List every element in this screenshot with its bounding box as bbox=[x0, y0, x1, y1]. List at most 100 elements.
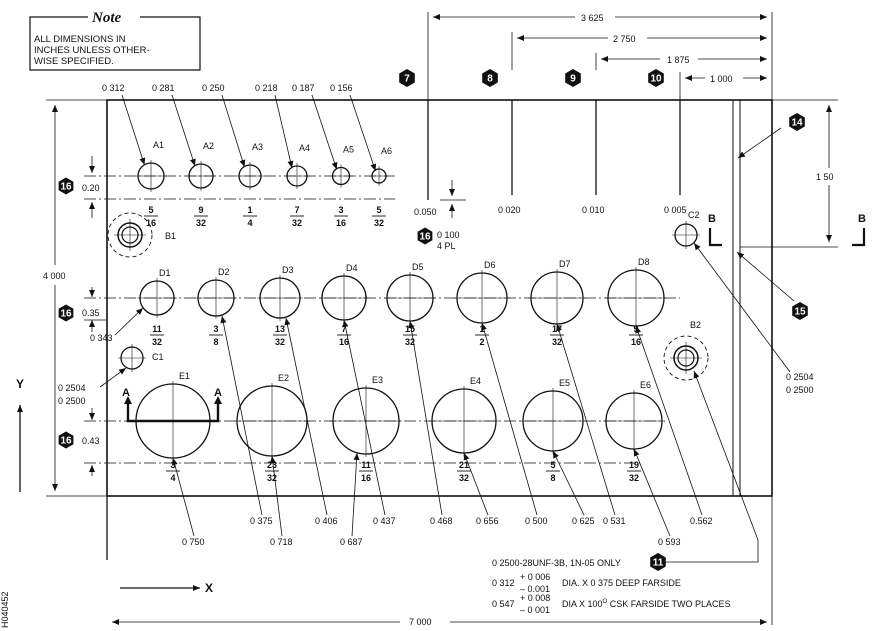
hole-a1: A1 bbox=[135, 140, 167, 192]
hole-d3-label: D3 bbox=[282, 265, 294, 275]
section-b-right-mark bbox=[852, 228, 866, 247]
note-box: Note ALL DIMENSIONS IN INCHES UNLESS OTH… bbox=[29, 10, 201, 71]
note-line-1: ALL DIMENSIONS IN bbox=[34, 34, 126, 45]
frac-e1: 34 bbox=[166, 460, 180, 483]
hole-e4: E4 bbox=[429, 376, 499, 456]
svg-text:32: 32 bbox=[374, 218, 384, 228]
section-b-right: B bbox=[858, 213, 866, 225]
section-a-right: A bbox=[214, 387, 222, 399]
hole-e1: E1 bbox=[133, 371, 213, 461]
svg-text:9: 9 bbox=[570, 74, 576, 85]
note-thread: 0 2500-28UNF-3B, 1N-05 ONLY bbox=[492, 558, 621, 568]
frac-a3: 14 bbox=[243, 205, 257, 228]
dim-7000: 7 000 bbox=[409, 617, 432, 627]
row-spacing-dims bbox=[84, 156, 107, 476]
hole-d8-label: D8 bbox=[638, 257, 650, 267]
hole-a5: A5 bbox=[329, 145, 354, 188]
callout-10: 10 bbox=[648, 69, 664, 87]
dia-a1: 0 312 bbox=[102, 83, 125, 93]
svg-text:17: 17 bbox=[552, 324, 562, 334]
callout-16-3: 16 bbox=[417, 227, 433, 245]
bottom-value-5: 0 437 bbox=[373, 516, 396, 526]
svg-text:16: 16 bbox=[60, 309, 72, 320]
bottom-value-2: 0 718 bbox=[270, 537, 293, 547]
note-3-tol-minus: – 0 001 bbox=[520, 605, 550, 615]
hole-d2-label: D2 bbox=[218, 267, 230, 277]
svg-text:32: 32 bbox=[459, 473, 469, 483]
svg-text:32: 32 bbox=[196, 218, 206, 228]
hole-e6: E6 bbox=[603, 380, 665, 452]
val-02500-left: 0 2500 bbox=[58, 396, 86, 406]
svg-text:21: 21 bbox=[459, 460, 469, 470]
callout-14: 14 bbox=[789, 113, 805, 131]
callout-16-2: 16 bbox=[58, 431, 74, 449]
side-code: H040452 bbox=[0, 591, 10, 628]
svg-text:32: 32 bbox=[152, 337, 162, 347]
svg-text:15: 15 bbox=[405, 324, 415, 334]
svg-text:9: 9 bbox=[198, 205, 203, 215]
hole-b1 bbox=[107, 212, 153, 258]
slot-depth-0050: 0.050 bbox=[414, 207, 437, 217]
note-3-tol-plus: + 0 008 bbox=[520, 593, 550, 603]
svg-text:32: 32 bbox=[267, 473, 277, 483]
bottom-value-10: 0 531 bbox=[603, 516, 626, 526]
frac-d6: 12 bbox=[475, 324, 489, 347]
svg-text:7: 7 bbox=[404, 74, 410, 85]
dia-a4: 0 218 bbox=[255, 83, 278, 93]
top-dimensions bbox=[427, 12, 773, 100]
hole-c2 bbox=[672, 221, 700, 249]
bottom-value-12: 0.562 bbox=[690, 516, 713, 526]
slot-width-count: 4 PL bbox=[437, 241, 456, 251]
svg-text:3: 3 bbox=[213, 324, 218, 334]
hole-a3: A3 bbox=[236, 142, 264, 190]
dia-a6: 0 156 bbox=[330, 83, 353, 93]
hole-c1-label: C1 bbox=[152, 352, 164, 362]
leader-c1 bbox=[99, 367, 127, 388]
callout-8: 8 bbox=[482, 69, 498, 87]
note-line-3: WISE SPECIFIED. bbox=[34, 56, 114, 67]
frac-d4: 716 bbox=[337, 324, 351, 347]
val-02504-right: 0 2504 bbox=[786, 372, 814, 382]
spacing-a: 0.20 bbox=[82, 183, 100, 193]
svg-text:16: 16 bbox=[60, 436, 72, 447]
callout-16-1: 16 bbox=[58, 304, 74, 322]
hole-c1 bbox=[118, 344, 146, 372]
hole-a2: A2 bbox=[186, 141, 216, 191]
axis-y-label: Y bbox=[16, 377, 24, 391]
hole-d7-label: D7 bbox=[559, 259, 571, 269]
callout-leaders bbox=[665, 127, 795, 563]
svg-text:11: 11 bbox=[361, 460, 371, 470]
frac-a4: 732 bbox=[290, 205, 304, 228]
slot-width-dim bbox=[440, 180, 466, 218]
hole-e4-label: E4 bbox=[470, 376, 481, 386]
section-b-left: B bbox=[708, 213, 716, 225]
dim-4000: 4 000 bbox=[43, 271, 66, 281]
axis-arrows bbox=[17, 405, 200, 591]
svg-text:16: 16 bbox=[146, 218, 156, 228]
bottom-value-0: 0 750 bbox=[182, 537, 205, 547]
frac-a5: 316 bbox=[334, 205, 348, 228]
callout-7: 7 bbox=[399, 69, 415, 87]
svg-text:8: 8 bbox=[550, 473, 555, 483]
note-title: Note bbox=[91, 10, 122, 26]
svg-text:16: 16 bbox=[631, 337, 641, 347]
svg-text:3: 3 bbox=[338, 205, 343, 215]
note-line-2: INCHES UNLESS OTHER- bbox=[34, 45, 150, 56]
hole-e1-label: E1 bbox=[179, 371, 190, 381]
bottom-value-1: 0 375 bbox=[250, 516, 273, 526]
slot-lines bbox=[427, 100, 681, 200]
svg-text:7: 7 bbox=[341, 324, 346, 334]
bottom-value-3: 0 406 bbox=[315, 516, 338, 526]
frac-e5: 58 bbox=[546, 460, 560, 483]
note-2-tol-plus: + 0 006 bbox=[520, 572, 550, 582]
svg-text:8: 8 bbox=[213, 337, 218, 347]
hole-d3: D3 bbox=[257, 265, 303, 321]
spacing-d: 0.35 bbox=[82, 308, 100, 318]
callout-15: 15 bbox=[792, 302, 808, 320]
hole-c2-label: C2 bbox=[688, 210, 700, 220]
callouts: 7 8 9 10 11 14 15 16 16 16 16 bbox=[58, 69, 808, 571]
